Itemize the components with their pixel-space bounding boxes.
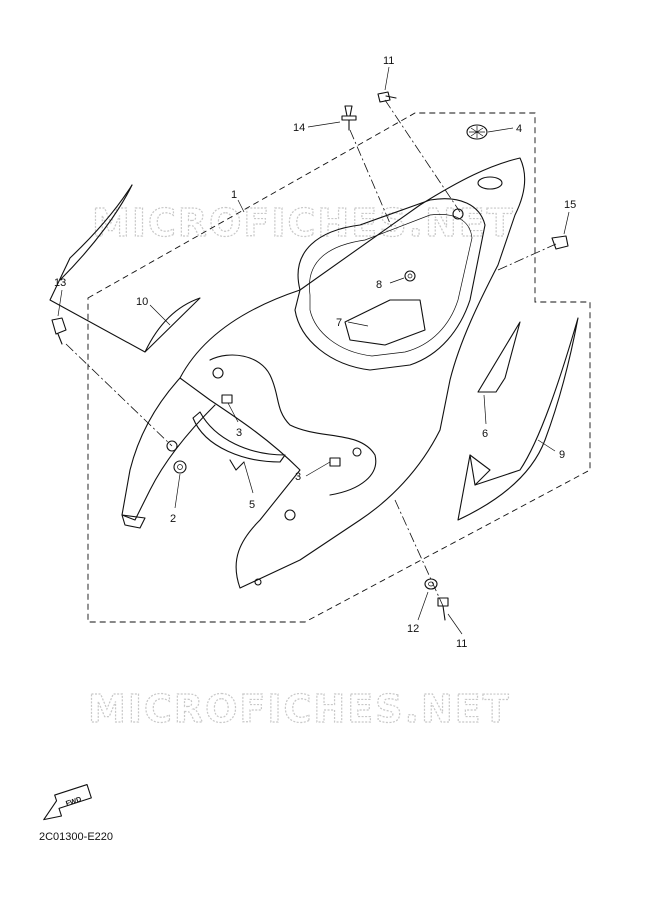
part-8-grommet-hole (407, 273, 413, 279)
mount-hole-right (352, 447, 362, 457)
watermark-top: MICROFICHES.NET (92, 201, 515, 245)
part-12-washer (424, 578, 438, 590)
leader-10 (149, 304, 171, 326)
leader-6 (483, 394, 487, 425)
leader-3-lower (305, 461, 331, 477)
callout-3-upper: 3 (236, 427, 242, 439)
seat-cowl-outer (179, 157, 526, 589)
callout-12: 12 (407, 623, 419, 635)
part-10-left-side-cover (49, 184, 201, 353)
part-10-left-side-cover-detail (59, 184, 133, 281)
watermark-bottom: MICROFICHES.NET (88, 687, 511, 731)
centerline-15 (497, 243, 557, 271)
leader-13 (57, 289, 63, 317)
part-6-strip (477, 321, 521, 393)
part-5-trim-tip (229, 459, 245, 471)
leader-1 (237, 199, 245, 213)
part-14-rivet (341, 105, 357, 131)
part-2-washer-hole (177, 464, 183, 470)
fwd-label: FWD (65, 796, 82, 808)
leader-2 (174, 473, 181, 509)
leader-11-top (384, 66, 390, 91)
callout-13: 13 (54, 277, 66, 289)
part-4-grommet (466, 124, 488, 140)
tail-lower-left (121, 377, 216, 521)
assembly-boundary (87, 112, 591, 623)
part-13-rivet (51, 317, 67, 345)
leader-5 (243, 461, 254, 494)
callout-1: 1 (231, 189, 237, 201)
callout-4: 4 (516, 123, 522, 135)
leader-12 (417, 591, 429, 621)
part-3-clip-lower (329, 457, 341, 467)
part-4-grommet-spokes (469, 126, 485, 138)
mount-tab-left (121, 514, 146, 529)
part-2-washer (173, 460, 187, 474)
centerline-12-11 (394, 499, 444, 607)
part-12-washer-hole (428, 581, 434, 587)
callout-3-lower: 3 (295, 471, 301, 483)
tail-side-arch (209, 354, 377, 496)
tail-light-hole (477, 176, 503, 190)
centerline-13 (65, 343, 173, 447)
mount-hole-mid (212, 367, 224, 379)
part-15-clip (551, 235, 569, 250)
mount-hole-lower (284, 509, 296, 521)
callout-6: 6 (482, 428, 488, 440)
seat-cowl-inner-rim (309, 214, 473, 357)
part-11-bolt-bottom (437, 597, 449, 621)
callout-7: 7 (336, 317, 342, 329)
callout-5: 5 (249, 499, 255, 511)
callout-9: 9 (559, 449, 565, 461)
mount-hole-left (166, 440, 178, 452)
callout-14: 14 (293, 122, 305, 134)
mount-hole-bottom (254, 578, 262, 586)
part-3-clip-upper (221, 394, 233, 404)
callout-15: 15 (564, 199, 576, 211)
leader-7 (347, 321, 369, 327)
seat-cowl-rim (294, 198, 486, 371)
callout-10: 10 (136, 296, 148, 308)
leader-11-bottom (447, 613, 463, 635)
leader-3-upper (227, 402, 239, 423)
callout-2: 2 (170, 513, 176, 525)
fwd-arrow-icon: FWD (43, 784, 92, 821)
part-11-bolt-top (377, 91, 397, 103)
diagram-code: 2C01300-E220 (39, 831, 113, 843)
part-8-grommet (404, 270, 416, 282)
centerline-11-top (384, 99, 461, 213)
leader-8 (389, 277, 405, 284)
leader-14 (307, 121, 341, 128)
leader-4 (487, 127, 514, 133)
leader-9 (537, 439, 556, 452)
callout-11-top: 11 (383, 55, 394, 67)
leader-15 (563, 211, 570, 235)
part-9-right-side-cover (457, 317, 579, 521)
callout-8: 8 (376, 279, 382, 291)
part-5-trim-strip (192, 411, 286, 463)
part-9-right-side-cover-notch (469, 454, 491, 486)
callout-11-bottom: 11 (456, 638, 467, 650)
part-7-inner-panel (344, 299, 426, 346)
